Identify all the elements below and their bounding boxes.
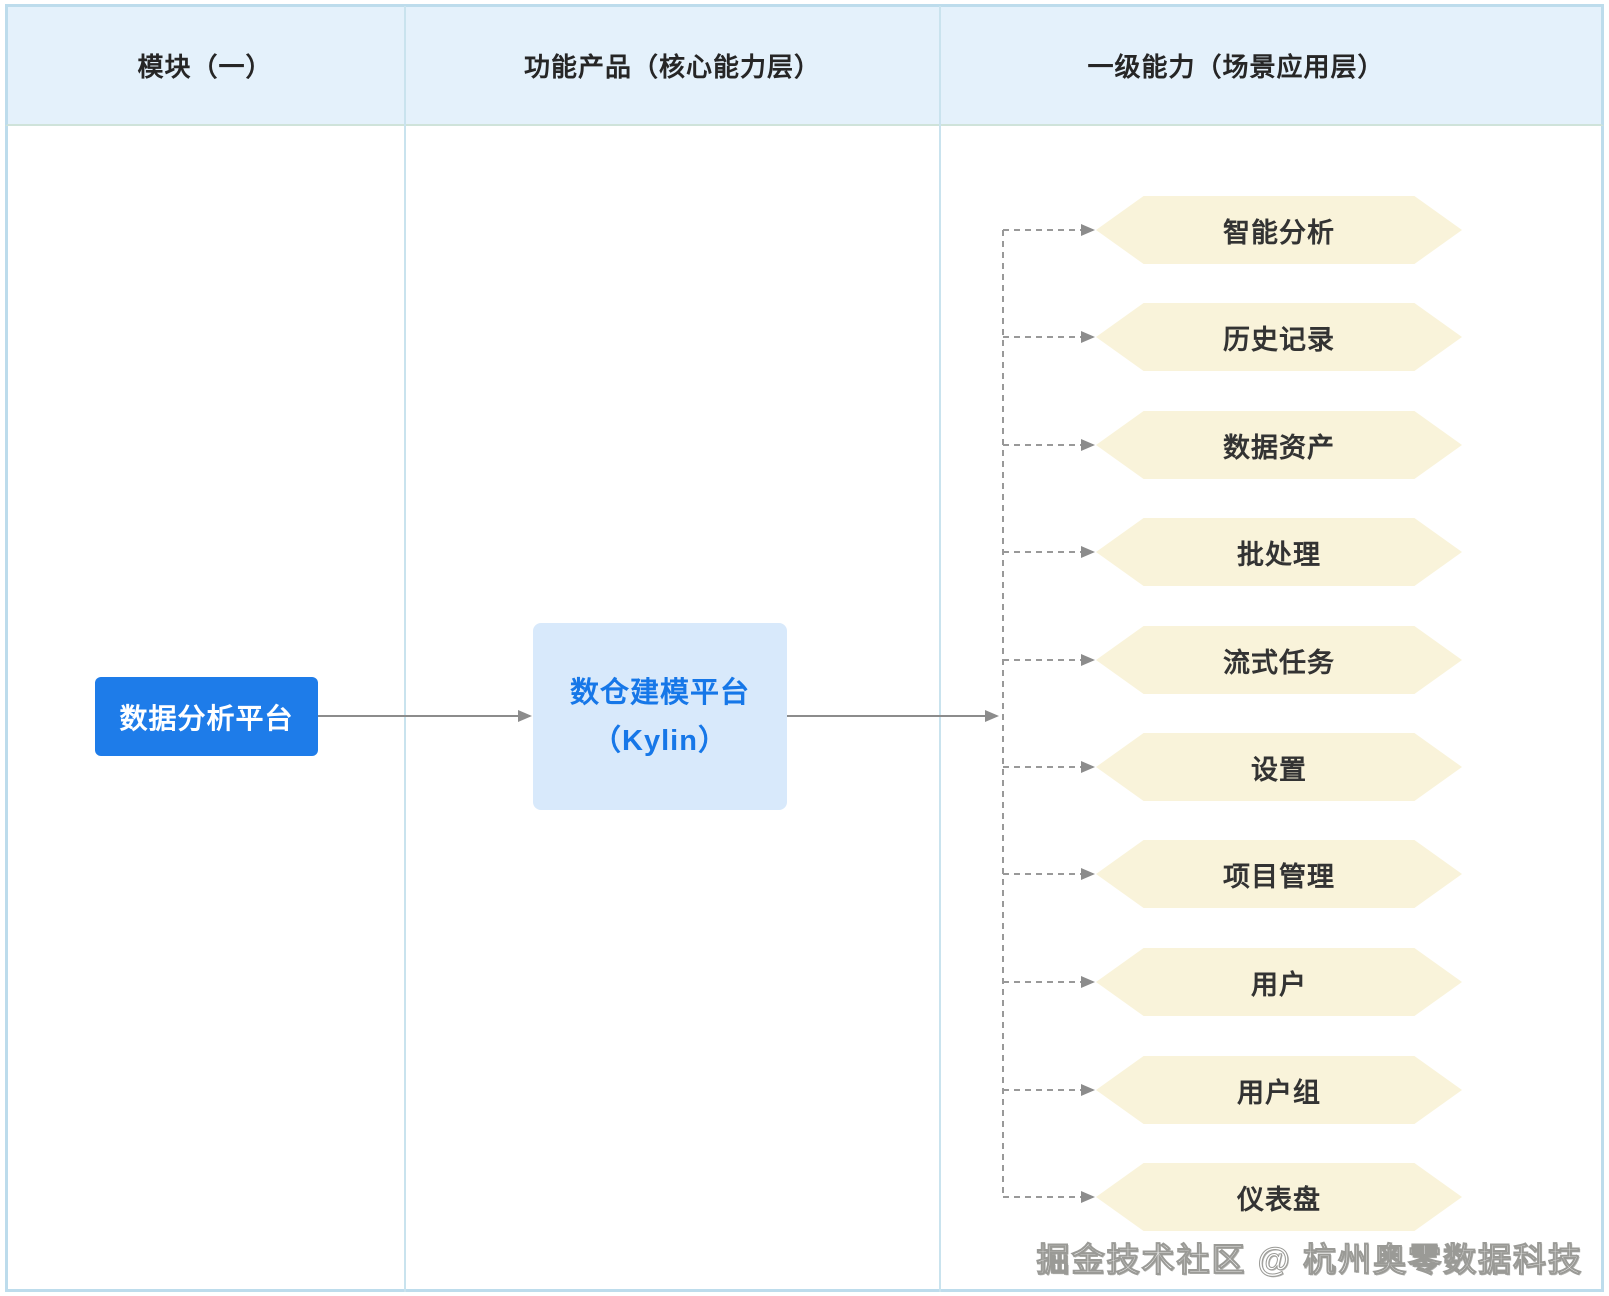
capability-label: 用户组 bbox=[1237, 1077, 1321, 1108]
node-kylin-platform-line2: （Kylin） bbox=[592, 724, 728, 757]
capability-history: 历史记录 bbox=[1096, 303, 1462, 371]
column-divider-1 bbox=[404, 6, 406, 1292]
capability-settings: 设置 bbox=[1096, 733, 1462, 801]
capability-project-management: 项目管理 bbox=[1096, 840, 1462, 908]
capability-streaming-tasks: 流式任务 bbox=[1096, 626, 1462, 694]
header-row bbox=[5, 4, 1604, 126]
capability-label: 设置 bbox=[1251, 754, 1307, 785]
header-column-product: 功能产品（核心能力层） bbox=[523, 51, 821, 82]
capability-batch-processing: 批处理 bbox=[1096, 518, 1462, 586]
capability-label: 历史记录 bbox=[1223, 324, 1335, 355]
capability-intelligent-analysis: 智能分析 bbox=[1096, 196, 1462, 264]
capability-label: 项目管理 bbox=[1223, 861, 1335, 892]
capability-dashboard: 仪表盘 bbox=[1096, 1163, 1462, 1231]
capability-label: 仪表盘 bbox=[1237, 1184, 1321, 1215]
header-column-capability: 一级能力（场景应用层） bbox=[1087, 51, 1385, 82]
node-data-analysis-platform: 数据分析平台 bbox=[95, 677, 318, 756]
node-kylin-platform-line1: 数仓建模平台 bbox=[569, 676, 750, 709]
capability-label: 数据资产 bbox=[1223, 432, 1335, 463]
capability-label: 用户 bbox=[1251, 969, 1307, 1000]
capability-label: 智能分析 bbox=[1223, 217, 1335, 248]
header-column-module: 模块（一） bbox=[137, 51, 273, 82]
capability-user-groups: 用户组 bbox=[1096, 1056, 1462, 1124]
capability-label: 批处理 bbox=[1237, 539, 1321, 570]
capability-label: 流式任务 bbox=[1223, 647, 1335, 678]
watermark-text: 掘金技术社区 @ 杭州奥零数据科技 bbox=[1036, 1241, 1583, 1279]
capability-users: 用户 bbox=[1096, 948, 1462, 1016]
node-data-analysis-platform-label: 数据分析平台 bbox=[119, 702, 294, 734]
column-divider-2 bbox=[939, 6, 941, 1292]
capability-data-assets: 数据资产 bbox=[1096, 411, 1462, 479]
node-kylin-platform: 数仓建模平台 （Kylin） bbox=[533, 623, 787, 810]
